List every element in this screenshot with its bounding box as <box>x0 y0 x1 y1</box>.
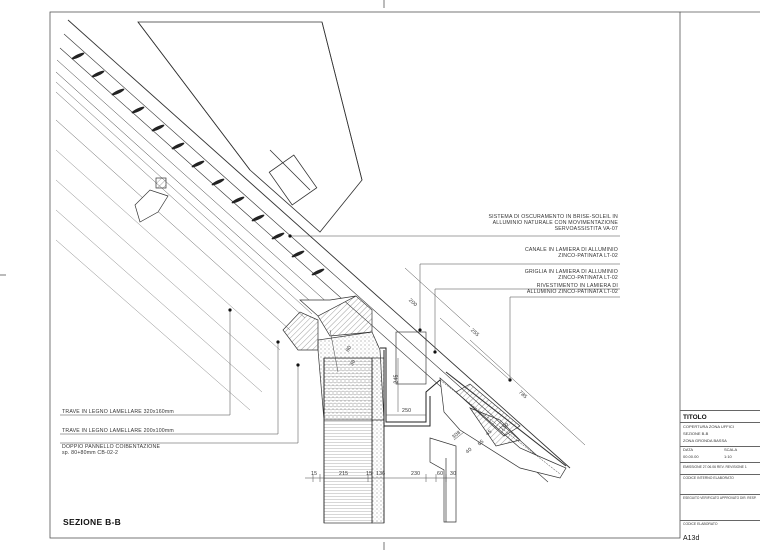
dim-bottom-3: 136 <box>376 471 386 477</box>
title-block-title: TITOLO <box>683 414 707 421</box>
skylight-frame <box>137 21 363 233</box>
callout-rivestimento: RIVESTIMENTO IN LAMIERA DI ALLUMINIO ZIN… <box>527 283 618 295</box>
dim-bottom-4: 230 <box>411 471 421 477</box>
title-block-code-label-2: CODICE ELABORATO <box>683 522 718 526</box>
title-block-approval: ESEGUITO VERIFICATO APPROVATO DIR. RESP. <box>683 496 757 500</box>
title-block-scale-label: SCALA <box>724 447 738 452</box>
title-block-revision: EMISSIONE 27.06.06 REV. REVISIONE 1 <box>683 465 747 469</box>
dimension-lines <box>305 267 586 482</box>
dim-bottom-1: 215 <box>339 471 349 477</box>
title-block-rule <box>680 462 760 463</box>
dim-gutter-height: 245 <box>393 374 400 384</box>
callout-leaders <box>60 235 620 444</box>
title-block-rule <box>680 422 760 423</box>
brise-soleil-blades <box>71 52 325 276</box>
dim-gutter-width: 250 <box>402 408 412 414</box>
title-block-rule <box>680 474 760 475</box>
callout-line: TRAVE IN LEGNO LAMELLARE 200x100mm <box>62 428 174 434</box>
callout-trave-200: TRAVE IN LEGNO LAMELLARE 200x100mm <box>62 428 174 434</box>
dim-bottom-2: 15 <box>366 471 373 477</box>
gutter <box>380 331 441 427</box>
title-block-subtitle: COPERTURA ZONA UFFICI <box>683 424 734 429</box>
callout-line: sp. 80+80mm CB-02-2 <box>62 450 119 456</box>
dim-bottom-0: 15 <box>311 471 318 477</box>
title-block-sheet-number: A13d <box>683 535 700 542</box>
title-block-scale-value: 1:10 <box>724 454 732 459</box>
timber-beams <box>282 295 373 351</box>
title-block-rule <box>680 494 760 495</box>
callout-line: DOPPIO PANNELLO COIBENTAZIONE <box>62 444 161 450</box>
callout-line: RIVESTIMENTO IN LAMIERA DI <box>536 283 618 289</box>
callout-line: TRAVE IN LEGNO LAMELLARE 320x160mm <box>62 409 174 415</box>
title-block-rule <box>680 446 760 447</box>
title-block: TITOLO COPERTURA ZONA UFFICI SEZIONE B-B… <box>680 410 760 550</box>
dim-bottom-6: 30 <box>450 471 457 477</box>
callout-line: ZINCO-PATINATA LT-02 <box>558 253 618 259</box>
wall-section <box>323 357 385 524</box>
dim-bottom-5: 60 <box>437 471 444 477</box>
section-title: SEZIONE B-B <box>63 517 122 527</box>
title-block-rule <box>680 410 760 411</box>
title-block-date-value: 00.00.00 <box>683 454 699 459</box>
callout-canale: CANALE IN LAMIERA DI ALLUMINIO ZINCO-PAT… <box>525 247 618 259</box>
title-block-subtitle: SEZIONE B-B <box>683 431 709 436</box>
callout-line: ZINCO-PATINATA LT-02 <box>558 275 618 281</box>
roof-slope-layers <box>55 19 571 483</box>
callout-dots <box>228 234 512 382</box>
callout-griglia: GRIGLIA IN LAMIERA DI ALLUMINIO ZINCO-PA… <box>525 269 618 281</box>
title-block-subtitle: ZONA GRONDA BASSA <box>683 438 727 443</box>
callout-line: GRIGLIA IN LAMIERA DI ALLUMINIO <box>524 269 618 275</box>
support-bracket <box>134 177 169 223</box>
callout-line: SISTEMA DI OSCURAMENTO IN BRISE-SOLEIL I… <box>488 214 618 220</box>
callout-trave-320: TRAVE IN LEGNO LAMELLARE 320x160mm <box>62 409 174 415</box>
title-block-rule <box>680 520 760 521</box>
callout-line: ALLUMINIO NATURALE CON MOVIMENTAZIONE <box>492 220 618 226</box>
cladding <box>429 371 567 523</box>
callout-line: SERVOASSISTITA VA-07 <box>554 226 618 232</box>
callout-line: CANALE IN LAMIERA DI ALLUMINIO <box>524 247 618 253</box>
title-block-date-label: DATA <box>683 447 694 452</box>
callout-pannello: DOPPIO PANNELLO COIBENTAZIONE sp. 80+80m… <box>62 444 160 456</box>
callout-brise-soleil: SISTEMA DI OSCURAMENTO IN BRISE-SOLEIL I… <box>488 214 618 232</box>
callout-line: ALLUMINIO ZINCO-PATINATA LT-02 <box>526 289 618 295</box>
title-block-code-label: CODICE INTERNO ELABORATO <box>683 476 734 480</box>
